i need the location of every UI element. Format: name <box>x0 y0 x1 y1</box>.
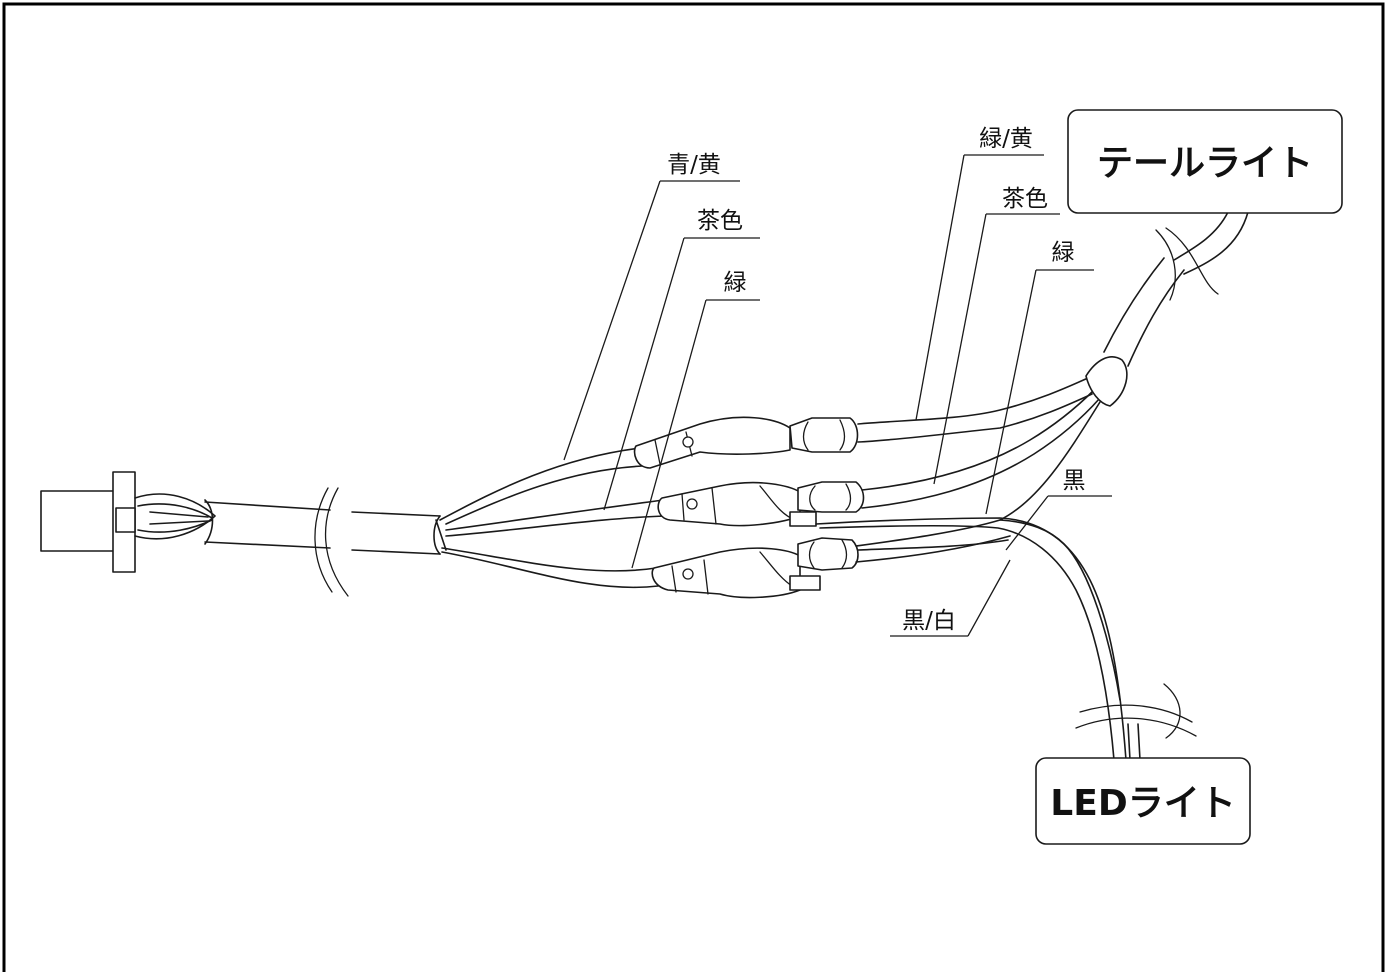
plug-connector <box>40 471 216 573</box>
label-midori-ki: 緑/黄 <box>979 126 1033 152</box>
label-kuro-shiro: 黒/白 <box>902 608 956 634</box>
tail-light-label: テールライト <box>1097 143 1313 184</box>
connector-middle <box>657 389 1101 527</box>
connector-upper <box>633 377 1093 469</box>
label-kuro: 黒 <box>1063 468 1086 494</box>
label-ao-ki: 青/黄 <box>667 152 721 178</box>
leader-lines <box>563 154 1112 637</box>
label-cha-left: 茶色 <box>697 208 743 234</box>
label-cha-right: 茶色 <box>1002 186 1048 212</box>
tail-light-box: テールライト <box>1067 109 1343 214</box>
label-midori-right: 緑 <box>1052 240 1075 266</box>
wire-bundle-left <box>439 447 667 589</box>
tail-cable <box>1085 211 1249 407</box>
led-wires <box>815 517 1197 761</box>
main-cable <box>204 487 447 597</box>
label-midori-left: 緑 <box>724 270 747 296</box>
led-light-label: LEDライト <box>1050 783 1235 824</box>
led-light-box: LEDライト <box>1035 757 1251 845</box>
connector-lower <box>651 401 1101 599</box>
